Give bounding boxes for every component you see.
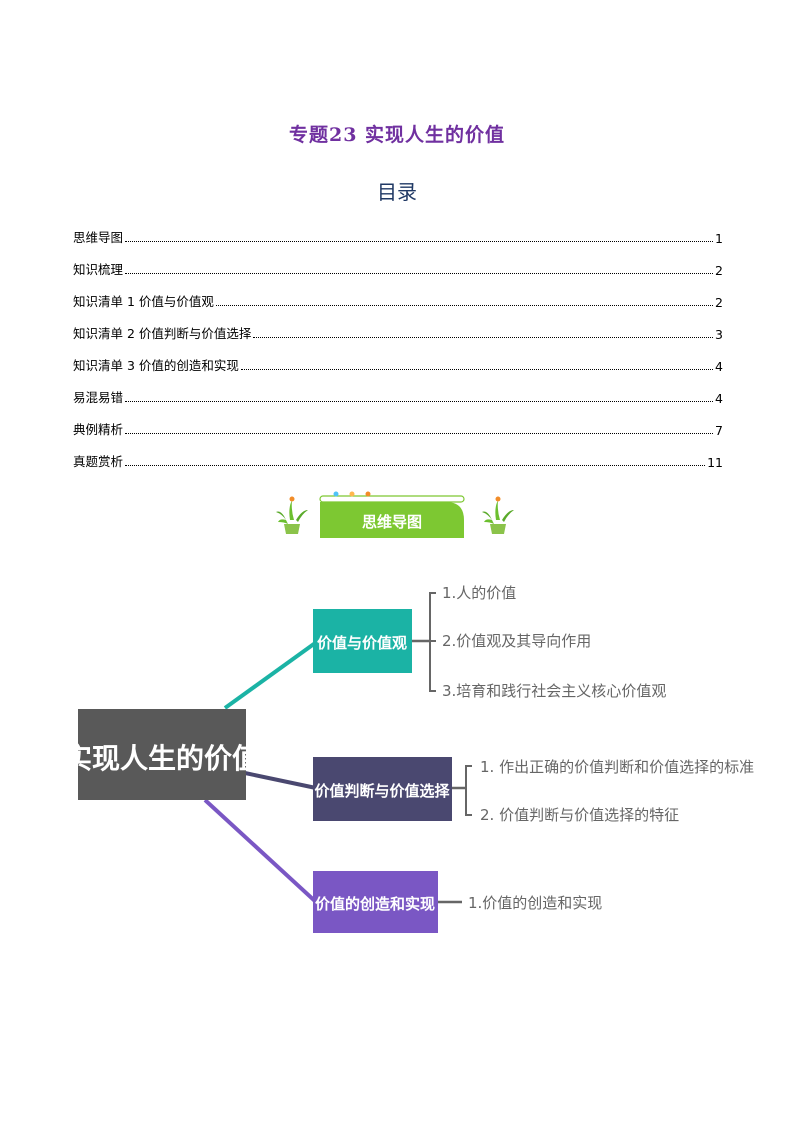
mindmap-branch-node [313, 609, 412, 673]
toc-entry[interactable]: 知识清单 3 价值的创造和实现 4 [73, 342, 723, 374]
mind-map: 实现人生的价值 价值与价值观 价值判断与价值选择 价值的创造和实现 1.人的价值… [64, 584, 754, 933]
toc-entry-page: 4 [715, 391, 723, 406]
toc-leader-dots [215, 304, 714, 306]
toc-entry[interactable]: 易混易错 4 [73, 374, 723, 406]
banner-dot [349, 491, 355, 497]
connector-line [203, 798, 318, 904]
toc-leader-dots [125, 400, 714, 402]
toc-entry[interactable]: 典例精析 7 [73, 406, 723, 438]
toc-leader-dots [125, 432, 714, 434]
mindmap-branch-node [313, 757, 452, 821]
mindmap-section-banner: 思维导图 [276, 491, 514, 538]
toc-entry-label: 知识梳理 [73, 262, 124, 277]
toc-leader-dots [125, 272, 714, 274]
toc-entry[interactable]: 知识清单 2 价值判断与价值选择 3 [73, 310, 723, 342]
toc-entry-page: 3 [715, 327, 723, 342]
toc-entry-label: 易混易错 [73, 390, 124, 405]
document-title: 专题23 实现人生的价值 [288, 124, 506, 146]
banner-dot [365, 491, 371, 497]
toc-entry-page: 11 [707, 455, 723, 470]
toc-entry-page: 4 [715, 359, 723, 374]
toc-entry[interactable]: 真题赏析 11 [73, 438, 723, 470]
banner-top-bar [319, 495, 465, 503]
mindmap-leaf-label: 2.价值观及其导向作用 [442, 632, 591, 650]
plant-icon [276, 496, 308, 534]
toc-entry[interactable]: 知识清单 1 价值与价值观 2 [73, 278, 723, 310]
toc-leader-dots [125, 240, 714, 242]
mindmap-branch-label: 价值的创造和实现 [315, 895, 435, 913]
toc-entry-label: 典例精析 [73, 422, 124, 437]
banner-dot [333, 491, 339, 497]
mindmap-branch-node [313, 871, 438, 933]
mindmap-leaf-label: 3.培育和践行社会主义核心价值观 [442, 682, 666, 700]
plant-icon [482, 496, 514, 534]
toc-entry-label: 知识清单 2 价值判断与价值选择 [73, 326, 252, 341]
mindmap-leaf-label: 2. 价值判断与价值选择的特征 [480, 806, 679, 824]
toc-entry-label: 知识清单 1 价值与价值观 [73, 294, 214, 309]
mindmap-root-node [78, 709, 246, 800]
toc-heading: 目录 [377, 180, 417, 204]
connector-line [223, 639, 320, 710]
toc-entry[interactable]: 思维导图 1 [73, 214, 723, 246]
mindmap-leaf-label: 1. 作出正确的价值判断和价值选择的标准 [480, 758, 754, 776]
toc-leader-dots [253, 336, 714, 338]
table-of-contents: 思维导图 1 知识梳理 2 知识清单 1 价值与价值观 2 知识清单 2 价值判… [73, 214, 723, 470]
bracket-line [429, 592, 436, 692]
toc-entry[interactable]: 知识梳理 2 [73, 246, 723, 278]
toc-entry-page: 1 [715, 231, 723, 246]
banner-background [320, 502, 464, 538]
toc-entry-page: 2 [715, 295, 723, 310]
mindmap-leaf-label: 1.价值的创造和实现 [468, 894, 602, 912]
toc-leader-dots [240, 368, 714, 370]
toc-leader-dots [125, 464, 706, 466]
toc-entry-label: 知识清单 3 价值的创造和实现 [73, 358, 239, 373]
mindmap-root-label: 实现人生的价值 [64, 742, 260, 775]
mindmap-leaf-label: 1.人的价值 [442, 584, 516, 602]
toc-entry-label: 真题赏析 [73, 454, 124, 469]
toc-entry-page: 7 [715, 423, 723, 438]
toc-entry-label: 思维导图 [73, 230, 124, 245]
banner-label: 思维导图 [362, 513, 422, 531]
mindmap-branch-label: 价值判断与价值选择 [314, 782, 450, 800]
bracket-line [465, 765, 472, 816]
toc-entry-page: 2 [715, 263, 723, 278]
mindmap-branch-label: 价值与价值观 [317, 634, 407, 652]
connector-line [244, 771, 317, 790]
